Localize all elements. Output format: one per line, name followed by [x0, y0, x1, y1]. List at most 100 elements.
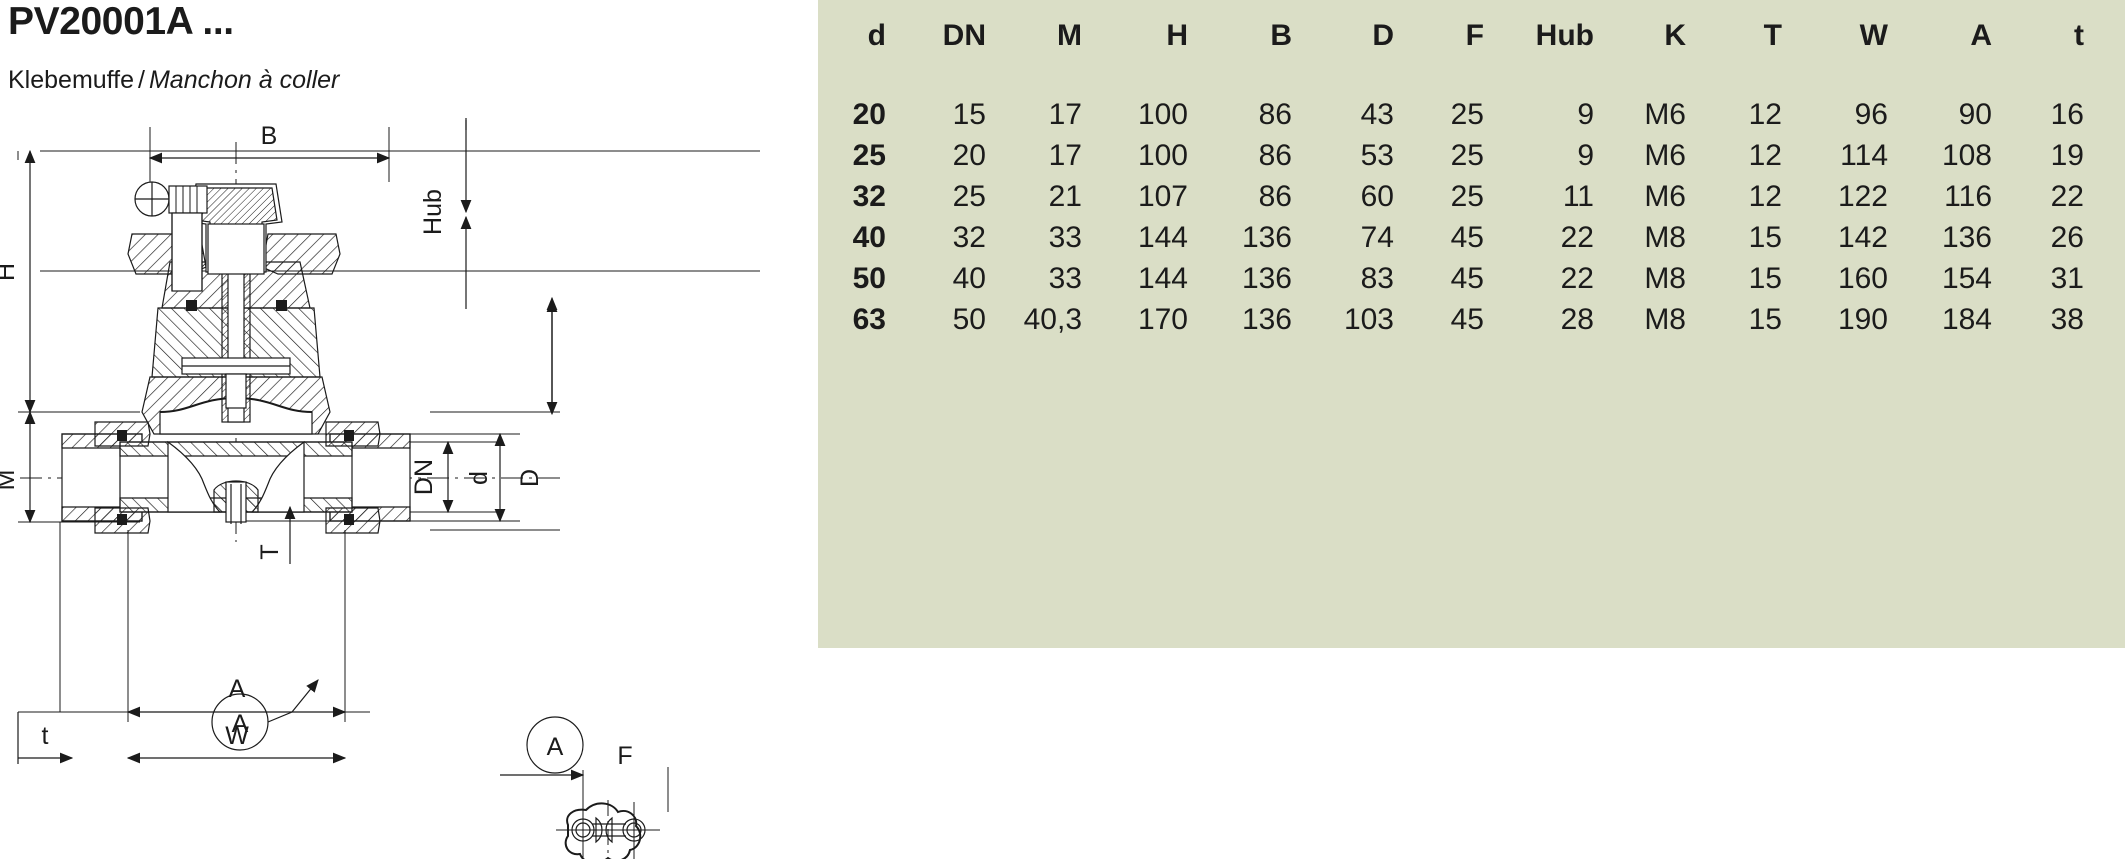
column-header-d-outer: D — [1372, 19, 1394, 52]
cell-t-depth: 38 — [2050, 302, 2084, 336]
cell-t: 15 — [1748, 302, 1782, 336]
cell-pn: 10 — [2094, 299, 2125, 340]
dimension-table-panel: d DN M H B D F Hub K T W A t PN 20 15 17 — [818, 0, 2125, 648]
cell-t-depth: 16 — [2050, 97, 2084, 131]
cell-t: 12 — [1748, 138, 1782, 172]
cell-m: 17 — [1048, 138, 1082, 172]
cell-b: 86 — [1258, 97, 1292, 131]
cell-d: 63 — [852, 302, 886, 336]
cell-b: 136 — [1241, 220, 1292, 254]
cell-m: 21 — [1048, 179, 1082, 213]
label-t: t — [42, 722, 49, 750]
cell-f: 25 — [1450, 179, 1484, 213]
cell-k: M8 — [1644, 261, 1686, 295]
cell-dn: 15 — [952, 97, 986, 131]
cell-hub: 9 — [1577, 97, 1594, 131]
column-header-t-depth: t — [2074, 19, 2084, 52]
column-header-f: F — [1465, 19, 1484, 52]
cell-d-outer: 53 — [1360, 138, 1394, 172]
table-row: 50 40 33 144 136 83 45 22 M8 15 160 154 … — [818, 258, 2125, 299]
cell-a: 184 — [1941, 302, 1992, 336]
cell-h: 144 — [1137, 261, 1188, 295]
dimension-t — [17, 712, 74, 764]
column-header-m: M — [1057, 19, 1082, 52]
cell-d: 20 — [852, 97, 886, 131]
subtitle: Klebemuffe/Manchon à coller — [8, 66, 339, 95]
label-M: M — [0, 470, 20, 491]
cell-t: 12 — [1748, 97, 1782, 131]
valve-bonnet — [141, 231, 331, 435]
label-Hub: Hub — [419, 189, 447, 235]
cell-m: 40,3 — [1023, 302, 1082, 336]
detail-view-A — [500, 716, 669, 859]
column-header-a: A — [1970, 19, 1992, 52]
label-B: B — [261, 122, 278, 150]
label-A-dimension: A — [229, 675, 246, 703]
cell-a: 116 — [1944, 179, 1992, 213]
subtitle-french: Manchon à coller — [148, 66, 340, 94]
cell-a: 90 — [1958, 97, 1992, 131]
detail-callout-A — [211, 679, 319, 751]
table-row: 63 50 40,3 170 136 103 45 28 M8 15 190 1… — [818, 299, 2125, 340]
cell-t: 15 — [1748, 261, 1782, 295]
cell-h: 144 — [1137, 220, 1188, 254]
cell-d: 40 — [852, 220, 886, 254]
table-header-row: d DN M H B D F Hub K T W A t PN — [818, 0, 2125, 72]
cell-f: 45 — [1450, 261, 1484, 295]
detail-callout-label: A — [232, 710, 249, 738]
column-header-t: T — [1763, 19, 1782, 52]
cell-hub: 22 — [1560, 261, 1594, 295]
cell-a: 154 — [1941, 261, 1992, 295]
cell-k: M8 — [1644, 220, 1686, 254]
dimension-table: d DN M H B D F Hub K T W A t PN 20 15 17 — [818, 0, 2125, 340]
cell-a: 136 — [1941, 220, 1992, 254]
cell-pn: 10 — [2094, 135, 2125, 176]
cell-pn: 10 — [2094, 258, 2125, 299]
table-row: 20 15 17 100 86 43 25 9 M6 12 96 90 16 1… — [818, 72, 2125, 135]
technical-drawing: B Hub H M DN d D T A W t A A F K — [0, 112, 818, 859]
cell-dn: 50 — [952, 302, 986, 336]
cell-w: 122 — [1837, 179, 1888, 213]
cell-hub: 22 — [1560, 220, 1594, 254]
cell-t-depth: 19 — [2050, 138, 2084, 172]
dimension-T — [284, 505, 296, 564]
detail-view-title: A — [547, 733, 564, 761]
cell-f: 45 — [1450, 302, 1484, 336]
cell-d: 25 — [852, 138, 886, 172]
subtitle-separator: / — [138, 66, 145, 94]
cell-k: M6 — [1644, 138, 1686, 172]
cell-w: 190 — [1837, 302, 1888, 336]
cell-dn: 40 — [952, 261, 986, 295]
cell-w: 160 — [1837, 261, 1888, 295]
cell-m: 17 — [1048, 97, 1082, 131]
cell-pn: 10 — [2094, 217, 2125, 258]
column-header-d: d — [867, 19, 886, 52]
cell-t: 12 — [1748, 179, 1782, 213]
cell-pn: 10 — [2094, 176, 2125, 217]
cell-f: 25 — [1450, 138, 1484, 172]
cell-t-depth: 22 — [2050, 179, 2084, 213]
cell-d-outer: 74 — [1360, 220, 1394, 254]
column-header-hub: Hub — [1535, 19, 1594, 52]
cell-hub: 28 — [1560, 302, 1594, 336]
cell-m: 33 — [1048, 261, 1082, 295]
cell-b: 136 — [1241, 302, 1292, 336]
cell-h: 100 — [1137, 138, 1188, 172]
cell-w: 114 — [1840, 138, 1888, 172]
table-row: 40 32 33 144 136 74 45 22 M8 15 142 136 … — [818, 217, 2125, 258]
cell-h: 107 — [1137, 179, 1188, 213]
cell-d-outer: 83 — [1360, 261, 1394, 295]
table-row: 25 20 17 100 86 53 25 9 M6 12 114 108 19… — [818, 135, 2125, 176]
column-header-w: W — [1859, 19, 1888, 52]
cell-h: 100 — [1137, 97, 1188, 131]
cell-t-depth: 26 — [2050, 220, 2084, 254]
label-T: T — [256, 544, 284, 559]
subtitle-german: Klebemuffe — [8, 66, 135, 94]
label-F: F — [617, 742, 632, 770]
cell-b: 136 — [1241, 261, 1292, 295]
cell-d: 32 — [852, 179, 886, 213]
column-header-h: H — [1166, 19, 1188, 52]
cell-f: 45 — [1450, 220, 1484, 254]
cell-hub: 11 — [1562, 179, 1594, 213]
cell-k: M6 — [1644, 179, 1686, 213]
